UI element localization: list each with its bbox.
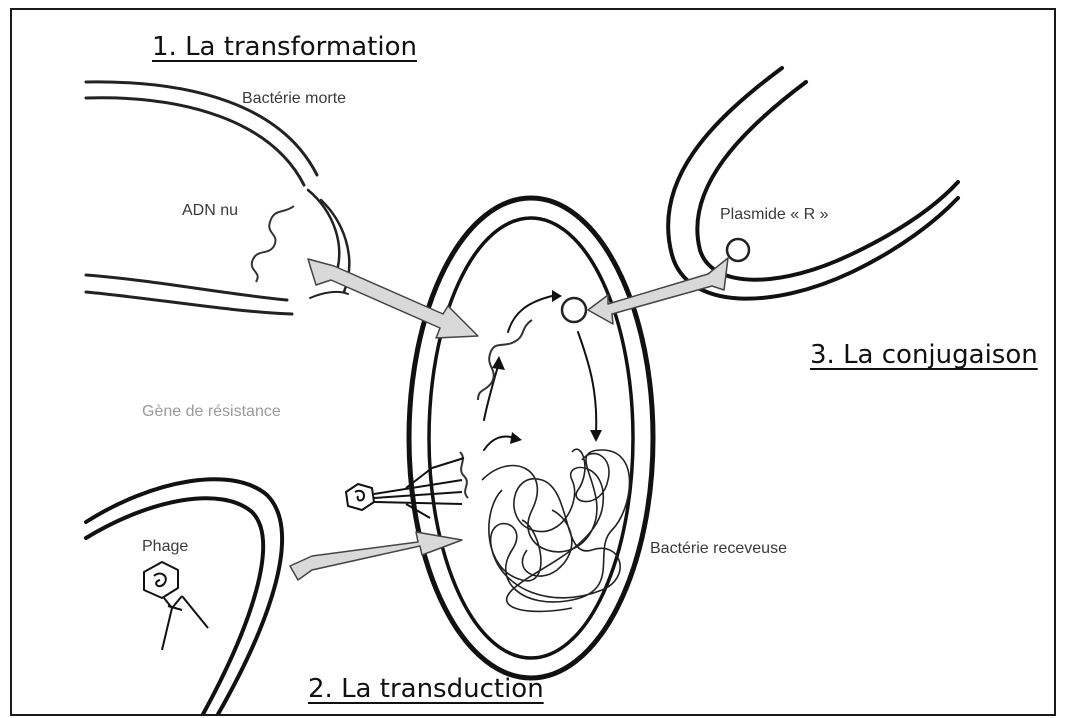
label-phage: Phage <box>142 538 188 556</box>
label-dead-bacterium: Bactérie morte <box>242 90 346 108</box>
title-transformation: 1. La transformation <box>152 32 417 62</box>
plasmid-in-recipient <box>562 298 586 322</box>
naked-dna-strand <box>252 206 294 282</box>
title-conjugation: 3. La conjugaison <box>810 340 1038 370</box>
transfer-arrows <box>290 258 728 580</box>
label-recipient-bacterium: Bactérie receveuse <box>650 540 787 558</box>
dead-bacterium <box>86 82 349 314</box>
bacterial-chromosome <box>482 449 630 611</box>
label-plasmid: Plasmide « R » <box>720 206 829 224</box>
label-naked-dna: ADN nu <box>182 202 238 220</box>
title-transduction: 2. La transduction <box>308 674 544 704</box>
diagram-frame: 1. La transformation 2. La transduction … <box>10 8 1056 716</box>
recipient-bacterium-wall <box>409 198 653 678</box>
transduction-arrow <box>290 532 462 580</box>
donor-bacterium <box>668 68 958 299</box>
free-phage <box>144 562 208 650</box>
injecting-phage <box>346 458 464 518</box>
label-resistance-gene: Gène de résistance <box>142 403 281 421</box>
plasmid-in-donor <box>727 239 749 261</box>
transformed-dna-fragment <box>478 320 532 400</box>
